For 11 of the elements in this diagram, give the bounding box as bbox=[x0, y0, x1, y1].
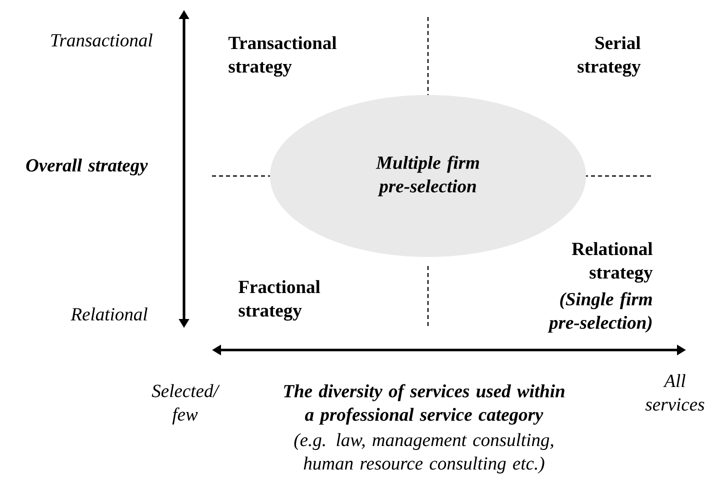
axis-end-label: Selected/ few bbox=[152, 384, 220, 424]
axis-end-label: Relational bbox=[70, 307, 148, 320]
axis-title: The diversity of services used within a professional service category bbox=[284, 384, 564, 425]
axis-end-label: Transactional bbox=[51, 33, 152, 46]
quadrant-label: Fractional strategy bbox=[238, 280, 320, 321]
axis-title: Overall strategy bbox=[26, 158, 148, 176]
quadrant-label: Serial strategy bbox=[578, 36, 641, 77]
axis-end-label: All services bbox=[645, 374, 704, 411]
axis-note: (e.g. law, management consulting, human resource consulting etc.) bbox=[294, 433, 554, 474]
quadrant-label: Transactional strategy bbox=[228, 36, 336, 77]
quadrant-note: (Single firm pre-selection) bbox=[548, 292, 652, 333]
